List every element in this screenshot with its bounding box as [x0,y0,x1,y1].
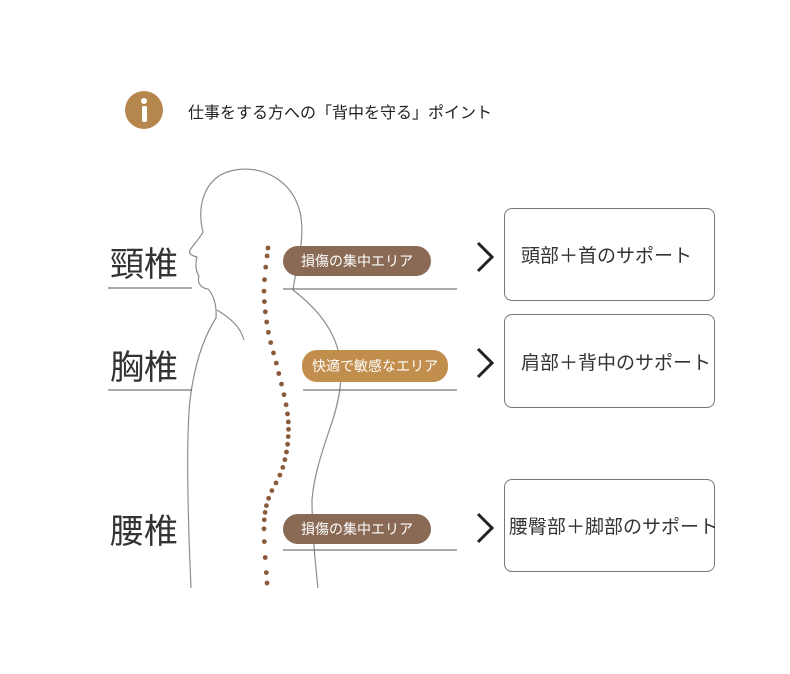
spine-dot [264,503,269,508]
spine-dot [261,539,267,544]
spine-dot [264,319,270,325]
spine-dot [284,449,289,455]
spine-dot [268,340,274,345]
spine-dot [266,495,271,501]
spine-dot [271,350,276,356]
support-box-thoracic: 肩部＋背中のサポート [504,314,715,408]
region-label-cervical: 頸椎 [110,245,178,285]
support-box-cervical: 頭部＋首のサポート [504,208,715,301]
spine-dot [266,329,271,335]
spine-dot [262,555,268,560]
tag-thoracic: 快適で敏感なエリア [302,350,448,382]
spine-dot [273,360,279,366]
region-label-lumbar: 腰椎 [110,512,178,552]
spine-dot [273,480,279,486]
spine-dot [285,419,291,425]
spine-dot [279,381,284,387]
spine-dot [263,264,269,270]
tag-cervical: 損傷の集中エリア [283,246,431,276]
spine-dot [262,277,267,283]
spine-dot [282,457,288,463]
info-icon [125,91,163,129]
spine-dot [262,299,267,304]
spine-dot [277,472,283,478]
chevron-right-icon [474,345,496,387]
spine-dot [281,392,287,398]
spine-dot [280,465,286,470]
spine-dot [286,426,291,432]
spine-dot [276,371,282,376]
spine-dot [269,488,275,493]
spine-dot [283,402,289,408]
spine-dot [285,441,290,447]
body-outline-front [187,169,236,589]
spine-dot [264,253,270,259]
spine-dot [263,570,269,575]
chevron-right-icon [474,510,496,552]
spine-dot [261,288,267,294]
spine-dot [261,526,267,532]
spine-dot [261,517,267,523]
spine-dotted-line [261,245,291,586]
region-label-thoracic: 胸椎 [110,348,178,388]
spine-dot [285,434,291,439]
tag-lumbar: 損傷の集中エリア [283,514,431,544]
chevron-right-icon [474,239,496,281]
page-title: 仕事をする方への「背中を守る」ポイント [188,103,493,122]
spine-dot [285,411,290,417]
spine-dot [265,245,271,251]
spine-dot [262,510,268,515]
support-box-lumbar: 腰臀部＋脚部のサポート [504,479,718,572]
spine-dot [262,309,268,315]
spine-dot [264,580,270,586]
